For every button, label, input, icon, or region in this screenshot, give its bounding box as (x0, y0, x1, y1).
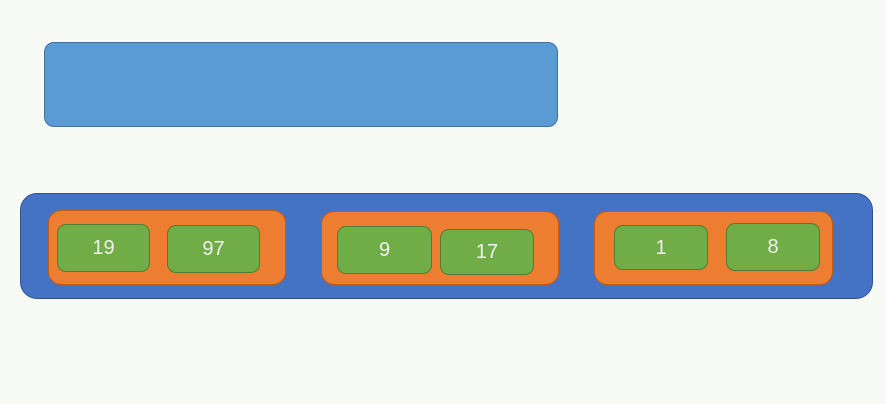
value-cell: 19 (57, 224, 150, 272)
group-box-2: 9 17 (321, 211, 559, 285)
top-block (44, 42, 558, 127)
value-cell: 17 (440, 229, 534, 275)
value-cell: 1 (614, 225, 708, 270)
outer-container: 19 97 9 17 1 8 (20, 193, 873, 299)
value-cell: 8 (726, 223, 820, 271)
group-box-1: 19 97 (48, 210, 286, 285)
group-box-3: 1 8 (594, 211, 833, 285)
value-cell: 9 (337, 226, 432, 274)
value-cell: 97 (167, 225, 260, 273)
